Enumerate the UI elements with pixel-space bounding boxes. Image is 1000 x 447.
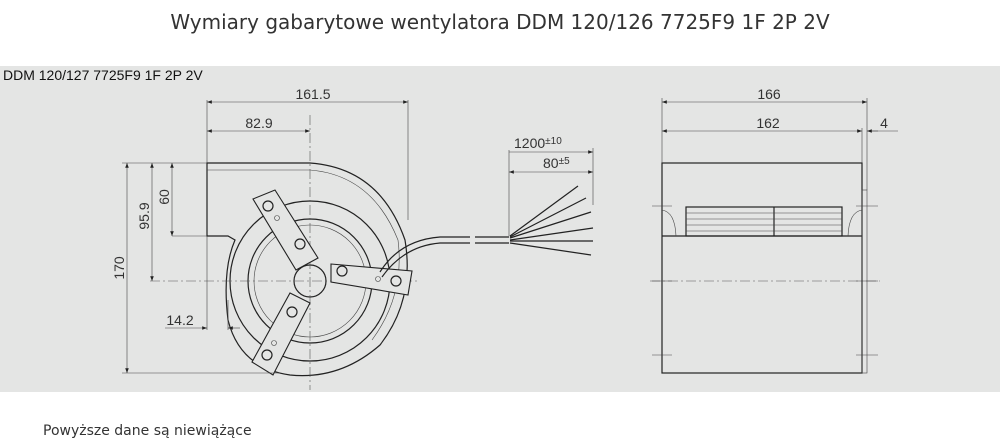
- mounting-bracket: [330, 263, 413, 296]
- dim-total-height: 170: [111, 256, 127, 280]
- mounting-bracket: [251, 292, 311, 376]
- drawing-panel: [0, 66, 1000, 392]
- mounting-bracket: [252, 189, 319, 271]
- side-view: 161.5 82.9 170 95.9 60 14.2: [111, 86, 509, 390]
- dim-cable-strip: 80±5: [543, 155, 570, 171]
- model-label: DDM 120/127 7725F9 1F 2P 2V: [3, 67, 203, 83]
- dim-flange: 4: [880, 115, 888, 131]
- dim-housing-width: 162: [756, 115, 780, 131]
- dim-outlet-offset: 14.2: [166, 312, 193, 328]
- dim-outlet-height: 60: [156, 189, 172, 205]
- page-title: Wymiary gabarytowe wentylatora DDM 120/1…: [170, 10, 830, 34]
- dim-center-height: 95.9: [136, 202, 152, 229]
- dim-cable-length: 1200±10: [514, 135, 562, 151]
- disclaimer-note: Powyższe dane są niewiążące: [43, 423, 252, 439]
- dim-total-width: 161.5: [295, 86, 330, 102]
- cable-wires: 1200±10 80±5: [508, 135, 594, 256]
- front-view: 166 162 4: [650, 86, 898, 374]
- dim-center-offset: 82.9: [245, 115, 272, 131]
- dim-overall-width: 166: [757, 86, 781, 102]
- bolt-markers: [652, 205, 878, 356]
